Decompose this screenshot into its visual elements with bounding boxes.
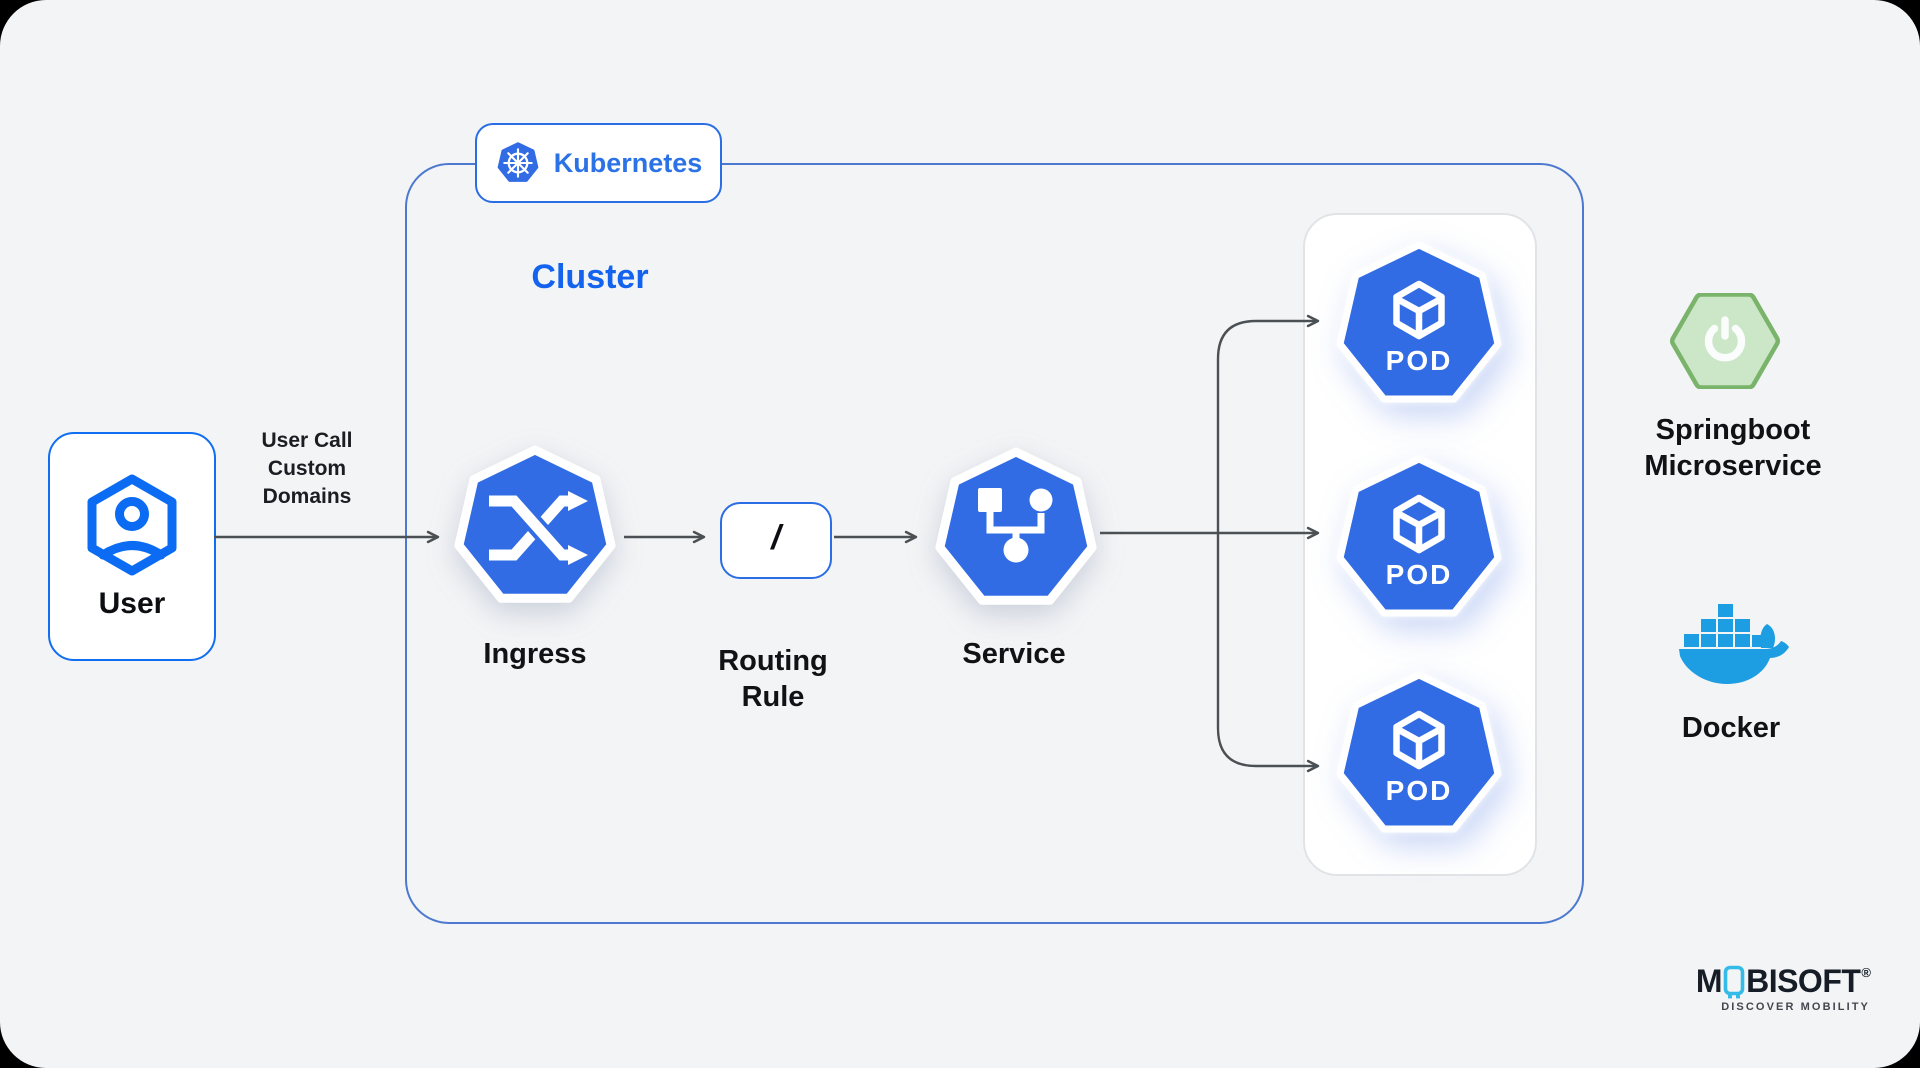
brand-name-prefix: M [1695, 963, 1723, 999]
kubernetes-helm-icon [497, 142, 539, 182]
svg-text:POD: POD [1386, 559, 1453, 590]
brand-phone-icon [1723, 965, 1745, 998]
kubernetes-badge: Kubernetes [475, 123, 722, 203]
routing-slash: / [771, 519, 781, 557]
kubernetes-cluster-boundary [405, 163, 1584, 924]
docker-label: Docker [1681, 712, 1781, 744]
brand-tagline: DISCOVER MOBILITY [1721, 1001, 1870, 1013]
docker-icon [1679, 604, 1789, 684]
routing-rule-label: Routing Rule [718, 645, 828, 713]
routing-rule-node: / [720, 502, 832, 579]
brand-logo: M BISOFT ® DISCOVER MOBILITY [1690, 963, 1871, 1013]
cluster-label: Cluster [531, 258, 649, 296]
ingress-label: Ingress [483, 638, 587, 670]
svg-text:POD: POD [1386, 345, 1453, 376]
pod-icon: POD [1336, 455, 1502, 617]
service-label: Service [962, 638, 1066, 670]
user-icon [87, 474, 177, 575]
registered-mark: ® [1861, 965, 1871, 980]
user-label: User [98, 586, 166, 620]
springboot-label: Springboot Microservice [1644, 414, 1822, 482]
svg-text:POD: POD [1386, 775, 1453, 806]
brand-name-suffix: BISOFT [1746, 963, 1861, 999]
pod-icon: POD [1336, 241, 1502, 403]
user-call-label: User Call Custom Domains [261, 429, 353, 508]
springboot-icon [1670, 293, 1780, 389]
ingress-icon [454, 445, 616, 603]
user-node: User [48, 432, 216, 661]
service-icon [935, 447, 1097, 605]
kubernetes-badge-label: Kubernetes [553, 147, 703, 178]
pod-icon: POD [1336, 671, 1502, 833]
